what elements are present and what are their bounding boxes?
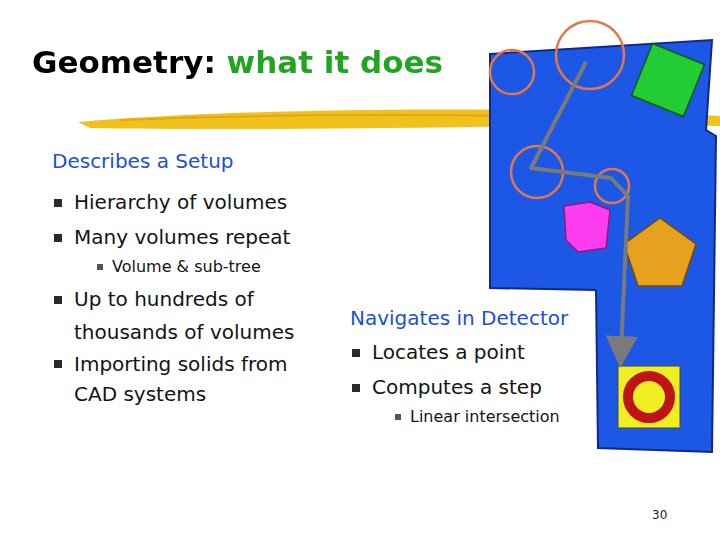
sub-bullet-text: Volume & sub-tree <box>112 257 261 277</box>
bullet-mark <box>97 264 103 270</box>
bullet-mark <box>395 414 401 420</box>
bullet-text: Many volumes repeat <box>74 225 290 250</box>
bullet-mark <box>352 384 360 392</box>
sub-bullet-text: Linear intersection <box>410 407 560 427</box>
bullet-mark <box>54 296 62 304</box>
bullet-mark <box>54 360 62 368</box>
bullet-text: Locates a point <box>372 340 525 365</box>
bullet-text: Computes a step <box>372 375 542 400</box>
volume-circle <box>595 169 629 203</box>
page-number: 30 <box>652 508 667 523</box>
bullet-mark <box>352 349 360 357</box>
bullet-text: Hierarchy of volumes <box>74 190 287 215</box>
slide-title: Geometry: what it does <box>32 44 443 81</box>
bullet-mark <box>54 199 62 207</box>
bullet-text: Up to hundreds of thousands of volumes <box>74 283 336 349</box>
volume-circle <box>556 21 624 89</box>
target-ring <box>628 376 670 418</box>
volume-circle <box>490 50 534 94</box>
section-heading: Describes a Setup <box>52 149 234 174</box>
magenta-volume <box>564 202 610 252</box>
bullet-text: Importing solids from CAD systems <box>74 349 336 409</box>
pentagon-volume <box>624 218 696 286</box>
green-volume <box>632 44 705 117</box>
target-volume <box>618 366 680 428</box>
bullet-mark <box>54 234 62 242</box>
section-heading: Navigates in Detector <box>350 306 568 331</box>
